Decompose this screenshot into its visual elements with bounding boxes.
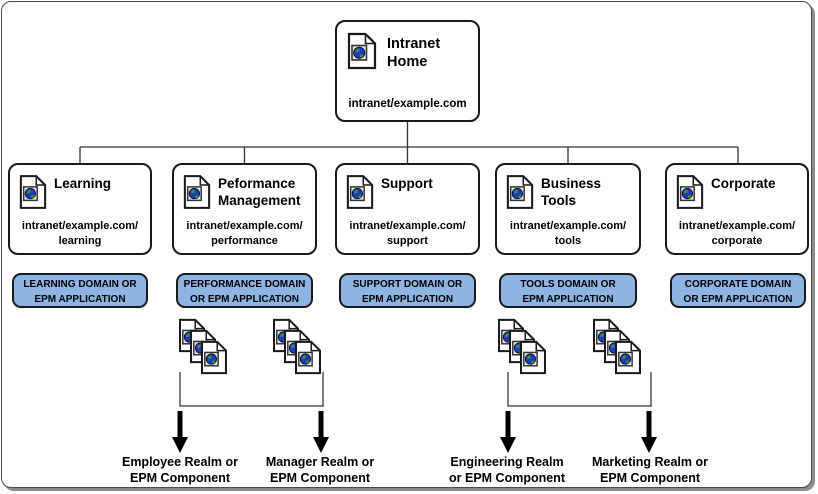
badge-performance-domain: PERFORMANCE DOMAIN OR EPM APPLICATION	[176, 273, 313, 308]
label-line: EPM Component	[600, 471, 700, 486]
label-marketing-realm: Marketing Realm or EPM Component	[580, 454, 720, 487]
node-title: Learning	[54, 176, 111, 193]
node-title: Intranet Home	[387, 35, 440, 71]
node-url: intranet/example.com/ learning	[10, 219, 150, 248]
node-title-line: Learning	[54, 176, 112, 191]
node-url-line: support	[387, 234, 428, 247]
label-line: Employee Realm or	[121, 455, 238, 469]
node-title: Peformance Management	[218, 176, 301, 210]
node-corporate: Corporate intranet/example.com/ corporat…	[665, 163, 809, 255]
node-url-line: intranet/example.com/	[186, 220, 303, 233]
badge-corporate-domain: CORPORATE DOMAIN OR EPM APPLICATION	[670, 273, 806, 308]
webpage-document-icon	[183, 174, 211, 210]
node-url-line: intranet/example.com/	[509, 220, 627, 233]
badge-support-domain: SUPPORT DOMAIN OR EPM APPLICATION	[339, 273, 476, 308]
badge-learning-domain: LEARNING DOMAIN OR EPM APPLICATION	[12, 273, 148, 308]
webpage-document-icon	[346, 174, 374, 210]
webpage-document-icon	[347, 32, 377, 70]
node-title-line: Support	[381, 176, 433, 191]
badge-line: TOOLS DOMAIN OR	[520, 279, 616, 290]
node-support: Support intranet/example.com/ support	[335, 163, 480, 255]
badge-line: CORPORATE DOMAIN	[684, 279, 792, 290]
node-title-line: Intranet	[387, 36, 441, 52]
node-performance-management: Peformance Management intranet/example.c…	[172, 163, 317, 255]
node-url: intranet/example.com/ support	[337, 219, 478, 248]
node-url: intranet/example.com	[337, 97, 478, 112]
node-url: intranet/example.com/ performance	[174, 219, 315, 248]
label-line: Manager Realm or	[265, 455, 375, 469]
badge-line: LEARNING DOMAIN OR	[23, 279, 137, 290]
node-url-line: intranet/example.com/	[349, 220, 466, 233]
label-employee-realm: Employee Realm or EPM Component	[110, 454, 250, 487]
node-url-line: intranet/example.com	[348, 98, 467, 111]
document-stack-icon	[178, 318, 228, 375]
node-url-line: corporate	[711, 234, 763, 247]
node-title-line: Peformance	[218, 176, 296, 191]
node-title-line: Business	[541, 176, 602, 191]
node-business-tools: Business Tools intranet/example.com/ too…	[495, 163, 641, 255]
document-stack-icon	[592, 318, 642, 375]
webpage-document-icon	[676, 174, 704, 210]
node-title-line: Tools	[541, 192, 576, 208]
label-line: EPM Component	[130, 471, 230, 486]
badge-line: EPM APPLICATION	[34, 293, 126, 305]
node-title: Business Tools	[541, 176, 601, 210]
label-line: Engineering Realm	[450, 455, 564, 469]
badge-line: SUPPORT DOMAIN OR	[352, 279, 463, 290]
badge-line: EPM APPLICATION	[522, 293, 614, 305]
label-manager-realm: Manager Realm or EPM Component	[250, 454, 390, 487]
node-url-line: learning	[58, 234, 102, 247]
node-title: Corporate	[711, 176, 776, 193]
label-line: EPM Component	[270, 471, 370, 486]
label-engineering-realm: Engineering Realm or EPM Component	[437, 454, 577, 487]
node-url-line: performance	[211, 234, 278, 247]
node-url: intranet/example.com/ tools	[497, 219, 639, 248]
badge-line: OR EPM APPLICATION	[190, 293, 299, 305]
node-url-line: intranet/example.com/	[21, 220, 139, 233]
node-url: intranet/example.com/ corporate	[667, 219, 807, 248]
node-title-line: Home	[387, 54, 428, 71]
document-stack-icon	[497, 318, 547, 375]
node-url-line: tools	[554, 234, 582, 247]
badge-line: EPM APPLICATION	[361, 293, 454, 305]
label-line: Marketing Realm or	[591, 455, 708, 469]
node-intranet-home: Intranet Home intranet/example.com	[335, 20, 480, 122]
node-url-line: intranet/example.com/	[678, 220, 796, 233]
node-title-line: Management	[218, 192, 301, 208]
node-title-line: Corporate	[711, 176, 776, 191]
node-title: Support	[381, 176, 433, 193]
webpage-document-icon	[19, 174, 47, 210]
webpage-document-icon	[506, 174, 534, 210]
badge-line: OR EPM APPLICATION	[683, 293, 793, 305]
badge-line: PERFORMANCE DOMAIN	[183, 279, 306, 290]
document-stack-icon	[272, 318, 322, 375]
badge-tools-domain: TOOLS DOMAIN OR EPM APPLICATION	[499, 273, 637, 308]
label-line: or EPM Component	[449, 471, 565, 486]
node-learning: Learning intranet/example.com/ learning	[8, 163, 152, 255]
